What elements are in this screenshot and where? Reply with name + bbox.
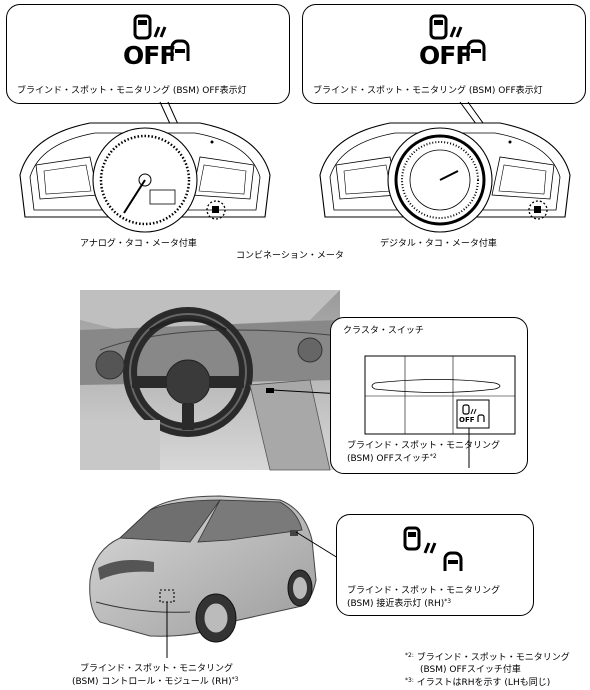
switch-off-text: OFF	[459, 416, 475, 424]
digital-tacho-meter-cluster	[319, 101, 571, 233]
right-callout-label: ブラインド・スポット・モニタリング (BSM) OFF表示灯	[313, 86, 543, 96]
module-label-line1: ブラインド・スポット・モニタリング	[80, 664, 234, 674]
digital-caption: デジタル・タコ・メータ付車	[380, 239, 497, 249]
vehicle-rear-illustration	[89, 495, 339, 658]
cluster-switch-title: クラスタ・スイッチ	[343, 326, 424, 336]
approach-label-line1: ブラインド・スポット・モニタリング	[347, 586, 501, 596]
off-indicator-text: OFF	[419, 41, 472, 70]
cluster-switch-panel	[364, 355, 516, 468]
bsm-off-indicator-callout-left: OFF ブラインド・スポット・モニタリング (BSM) OFF表示灯	[6, 4, 290, 104]
left-callout-label: ブラインド・スポット・モニタリング (BSM) OFF表示灯	[17, 86, 247, 96]
module-label-line2: (BSM) コントロール・モジュール (RH)*3	[72, 676, 239, 687]
switch-label-line2: (BSM) OFFスイッチ*2	[347, 453, 437, 464]
bsm-off-indicator-callout-right: OFF ブラインド・スポット・モニタリング (BSM) OFF表示灯	[302, 4, 586, 104]
bsm-approach-indicator-icon	[403, 526, 463, 571]
bsm-approach-indicator-callout: ブラインド・スポット・モニタリング (BSM) 接近表示灯 (RH)*3	[336, 514, 534, 616]
note-2: *2: ブラインド・スポット・モニタリング	[405, 652, 570, 663]
analog-tacho-meter-cluster	[19, 101, 271, 233]
note-3: *3: イラストはRHを示す (LHも同じ)	[405, 677, 551, 688]
analog-caption: アナログ・タコ・メータ付車	[80, 239, 197, 249]
cluster-switch-callout: クラスタ・スイッチ OFF ブラインド・スポット・モニタリング (BSM) OF…	[330, 317, 528, 474]
off-indicator-text: OFF	[123, 41, 176, 70]
interior-steering-illustration	[80, 290, 343, 471]
note-2-line2: (BSM) OFFスイッチ付車	[420, 665, 521, 675]
bsm-off-indicator-icon	[133, 14, 190, 61]
bsm-off-indicator-icon	[429, 14, 486, 61]
switch-label-line1: ブラインド・スポット・モニタリング	[347, 441, 501, 451]
combination-meter-caption: コンビネーション・メータ	[236, 251, 344, 261]
approach-label-line2: (BSM) 接近表示灯 (RH)*3	[347, 598, 452, 609]
